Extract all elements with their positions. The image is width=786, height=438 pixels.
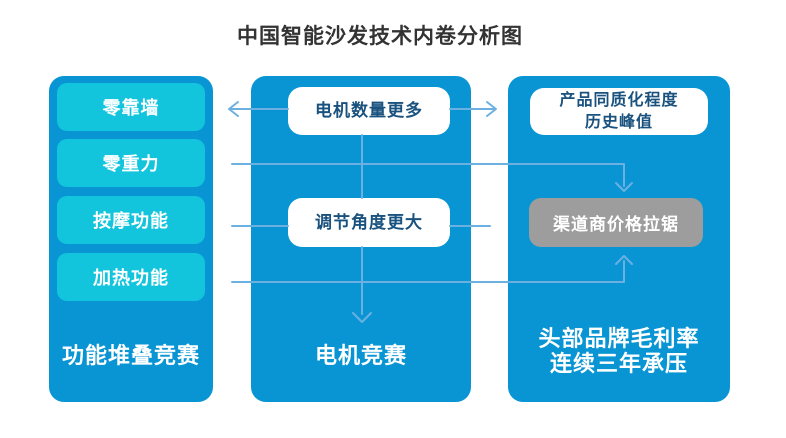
panel-outcome: 产品同质化程度 历史峰值 渠道商价格拉锯 头部品牌毛利率 连续三年承压 — [508, 76, 730, 402]
node-zero-gravity: 零重力 — [57, 139, 205, 187]
page-title: 中国智能沙发技术内卷分析图 — [237, 25, 523, 48]
panel-function-stacking: 零靠墙 零重力 按摩功能 加热功能 功能堆叠竞赛 — [49, 76, 213, 402]
panel-motor-race: 电机数量更多 调节角度更大 电机竞赛 — [251, 76, 471, 402]
node-larger-angle: 调节角度更大 — [288, 198, 450, 247]
label-margin-pressure: 头部品牌毛利率 连续三年承压 — [508, 326, 730, 376]
node-heating: 加热功能 — [57, 253, 205, 301]
node-homogenization-line2: 历史峰值 — [584, 113, 653, 131]
node-zero-wall: 零靠墙 — [57, 83, 205, 131]
label-motor-race: 电机竞赛 — [314, 343, 407, 368]
label-function-stacking-race: 功能堆叠竞赛 — [61, 343, 200, 368]
node-homogenization-line1: 产品同质化程度 — [559, 91, 679, 109]
node-channel-price-war: 渠道商价格拉锯 — [529, 198, 703, 247]
node-massage: 按摩功能 — [57, 196, 205, 244]
label-margin-pressure-line2: 连续三年承压 — [549, 351, 688, 376]
label-margin-pressure-line1: 头部品牌毛利率 — [538, 326, 700, 351]
node-homogenization-peak: 产品同质化程度 历史峰值 — [530, 88, 708, 135]
node-more-motors: 电机数量更多 — [288, 87, 450, 135]
